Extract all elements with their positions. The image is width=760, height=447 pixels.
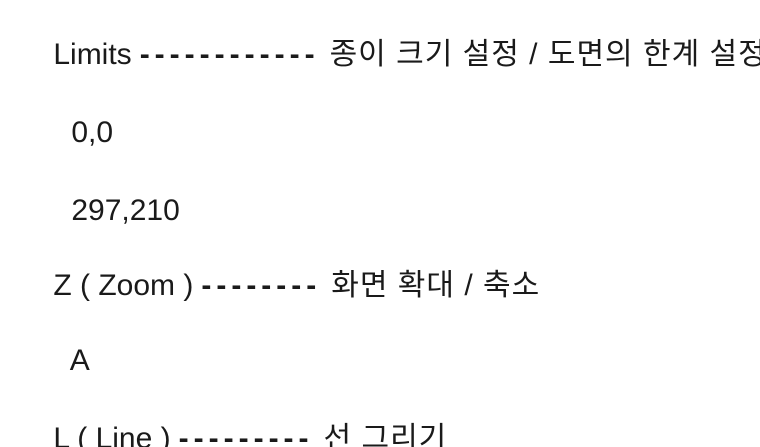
command-label-zoom: Z ( Zoom ) (53, 269, 194, 302)
command-input-extent: 297,210 (38, 160, 180, 262)
command-label-limits: Limits (53, 38, 132, 71)
value-text-all: A (69, 344, 90, 377)
command-line-limits: Limits------------ 종이 크기 설정 / 도면의 한계 설정 (20, 4, 760, 106)
command-description-limits: 종이 크기 설정 / 도면의 한계 설정 (329, 38, 760, 71)
dash-separator: -------- (201, 269, 322, 302)
value-text-extent: 297,210 (71, 194, 180, 227)
command-input-all: A (38, 310, 90, 412)
dash-separator: ------------ (139, 38, 320, 71)
command-description-zoom: 화면 확대 / 축소 (331, 269, 541, 302)
value-text-origin: 0,0 (71, 116, 114, 149)
command-label-line: L ( Line ) (53, 422, 171, 447)
command-line-zoom: Z ( Zoom )-------- 화면 확대 / 축소 (20, 235, 540, 337)
command-description-line: 선 그리기 (323, 422, 448, 447)
command-input-origin: 0,0 (38, 82, 113, 184)
dash-separator: --------- (178, 422, 314, 447)
command-line-line: L ( Line ) --------- 선 그리기 (20, 388, 447, 447)
